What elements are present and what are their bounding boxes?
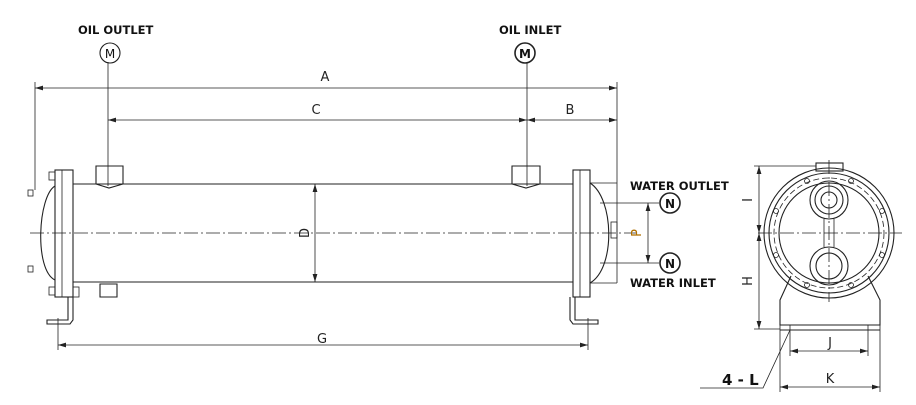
lower-nozzle — [809, 246, 849, 286]
upper-nozzle — [809, 180, 849, 220]
right-support — [569, 297, 599, 325]
water-outlet-symbol — [659, 192, 681, 214]
dimension-i-label: I — [741, 198, 756, 202]
oil-inlet-label: OIL INLET — [499, 23, 561, 37]
water-outlet-label: WATER OUTLET — [630, 179, 729, 193]
top-stub — [815, 162, 844, 172]
dimension-p-label: P — [630, 229, 645, 237]
water-inlet-symbol — [659, 252, 681, 274]
dimension-k-label: K — [826, 372, 835, 387]
oil-outlet-symbol — [99, 42, 121, 64]
dimension-b-label: B — [566, 103, 575, 118]
drain-plug — [99, 283, 118, 298]
water-inlet-label: WATER INLET — [630, 276, 716, 290]
mounting-hole-leader — [700, 329, 791, 389]
side-view: A C B D G OIL OUTLET M OIL INLET M P WAT… — [27, 23, 729, 350]
bolt-holes — [773, 178, 885, 288]
oil-outlet-symbol-text: M — [105, 47, 115, 61]
oil-outlet-nozzle — [95, 165, 124, 189]
left-support — [46, 297, 74, 325]
oil-inlet-nozzle — [511, 165, 541, 189]
dimension-c-label: C — [311, 103, 320, 118]
shell — [73, 183, 573, 283]
oil-inlet-symbol — [514, 42, 536, 64]
dimension-g-label: G — [317, 332, 327, 347]
water-outlet-symbol-text: N — [665, 197, 675, 211]
dimension-j-label: J — [827, 336, 832, 351]
dimension-h-label: H — [741, 276, 756, 286]
dimension-a-label: A — [321, 70, 330, 85]
water-inlet-symbol-text: N — [665, 257, 675, 271]
oil-outlet-label: OIL OUTLET — [78, 23, 154, 37]
end-view: I H J K 4 - L — [700, 160, 902, 392]
oil-inlet-symbol-text: M — [519, 47, 531, 61]
left-flange — [27, 169, 80, 298]
mounting-hole-label: 4 - L — [722, 371, 759, 389]
dimension-d-label: D — [298, 228, 313, 238]
end-support — [779, 275, 881, 326]
right-flange — [572, 169, 618, 298]
